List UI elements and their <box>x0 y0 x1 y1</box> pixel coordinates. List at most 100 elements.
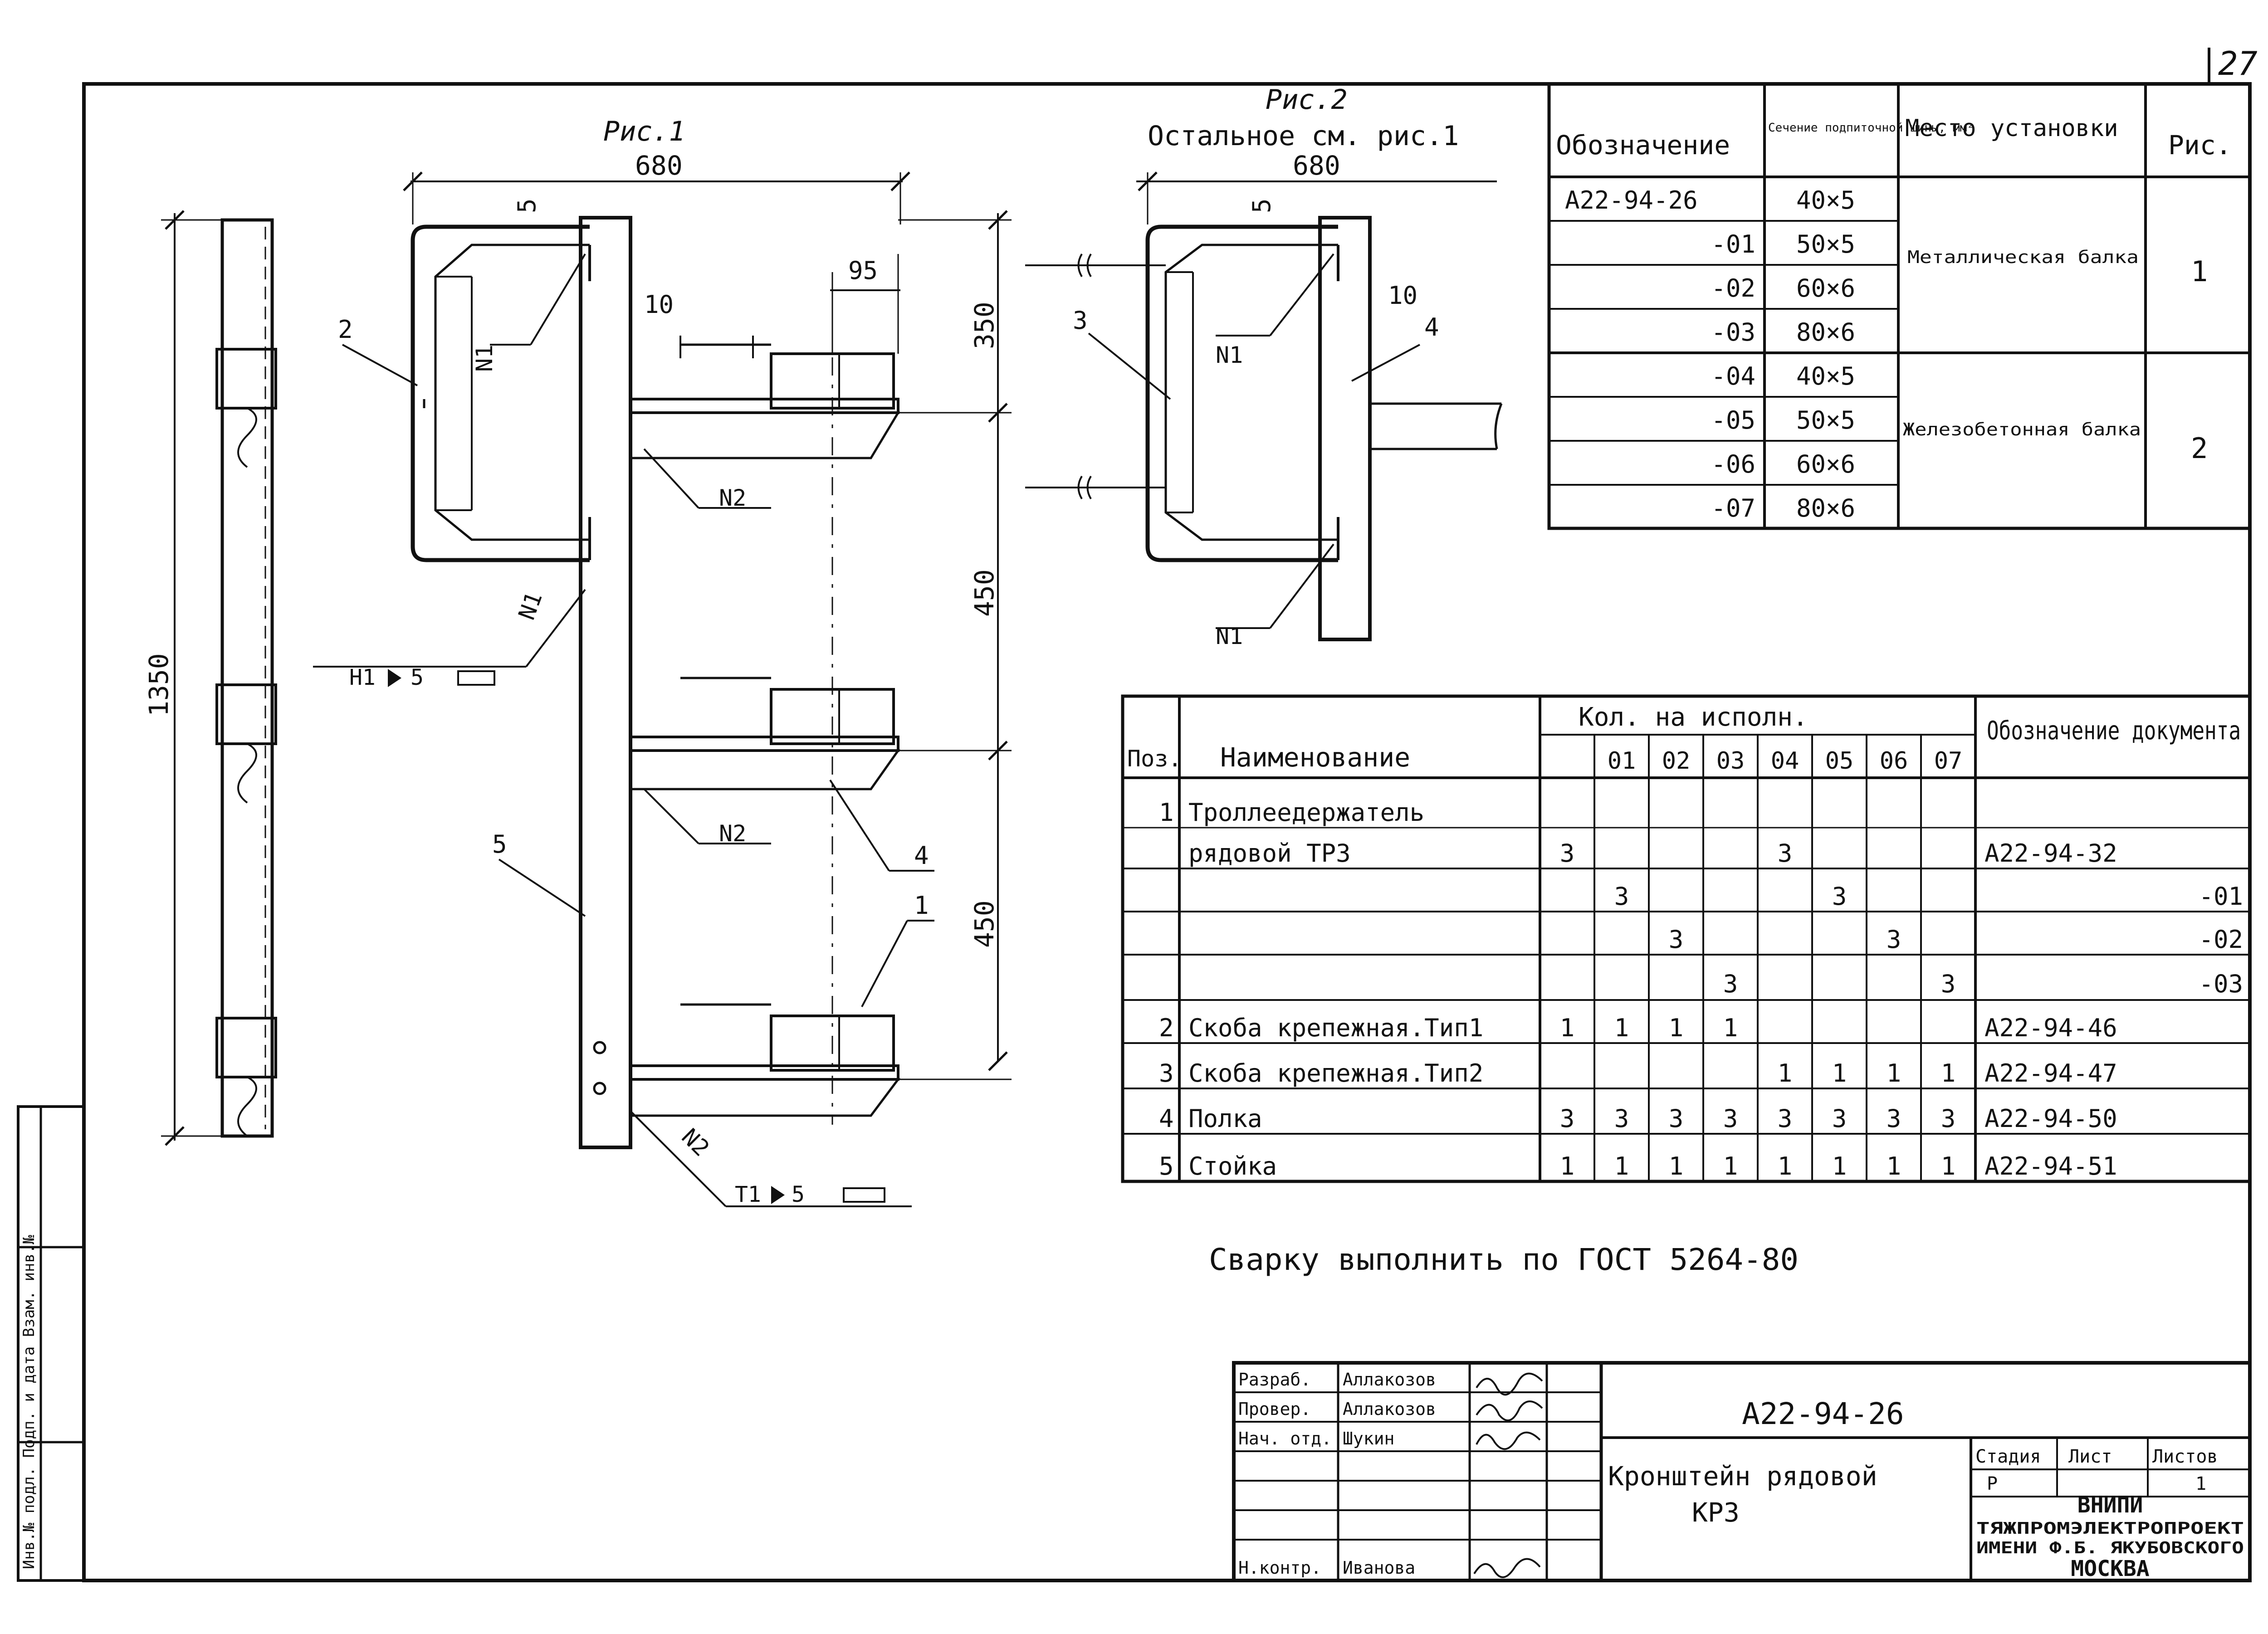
fig1-callout-5: 5 <box>492 830 507 858</box>
tb-role: Нач. отд. <box>1238 1429 1332 1449</box>
tb-header-stage: Стадия <box>1975 1446 2041 1467</box>
svg-text:04: 04 <box>1771 747 1799 775</box>
pt-row-pos: 4 <box>1159 1104 1174 1133</box>
svg-text:06: 06 <box>1880 747 1908 775</box>
pt-row-pos: 3 <box>1159 1059 1174 1088</box>
fig1-dim-350: 350 <box>969 302 1000 349</box>
fig1-weld-n1-top: N1 <box>471 345 498 372</box>
svg-text:01: 01 <box>1608 747 1636 775</box>
fig1-dim-5: 5 <box>513 198 541 213</box>
figure-2-labels: Рис.2 Остальное см. рис.1 680 5 10 N1 N1… <box>1073 84 1459 649</box>
pt-row-qty: 1 <box>1723 1152 1738 1180</box>
pt-row-qty: 1 <box>1614 1152 1629 1180</box>
pt-header-qty: Кол. на исполн. <box>1579 702 1808 732</box>
tb-org-2: ТЯЖПРОМЭЛЕКТРОПРОЕКТ <box>1976 1519 2244 1538</box>
pt-row-qty: 1 <box>1560 1152 1575 1180</box>
weld-symbol-n1: Н1 5 <box>349 665 495 690</box>
pt-row-qty: 3 <box>1560 839 1575 868</box>
tb-org-1: ВНИПИ <box>2077 1493 2143 1518</box>
pt-row-name: Скоба крепежная.Тип1 <box>1188 1014 1483 1042</box>
pt-row-qty: 1 <box>1941 1152 1956 1180</box>
pt-row-qty: 3 <box>1887 925 1901 954</box>
pt-header-doc: Обозначение документа <box>1987 716 2241 746</box>
tb-header-sheets: Листов <box>2152 1446 2218 1467</box>
pt-row-qty: 3 <box>1723 1104 1738 1133</box>
fig2-callout-3: 3 <box>1073 306 1088 335</box>
page-number: 27 <box>2218 44 2258 83</box>
pt-row-qty: 1 <box>1723 1014 1738 1042</box>
vt-place-concrete: Железобетонная балка <box>1903 419 2141 439</box>
fig1-callout-2: 2 <box>338 315 353 344</box>
svg-text:5: 5 <box>792 1182 805 1207</box>
tb-sheet-count: 1 <box>2195 1473 2206 1494</box>
fig2-subtitle: Остальное см. рис.1 <box>1148 120 1459 152</box>
vt-row-designation: -01 <box>1711 230 1755 259</box>
fig1-callout-1: 1 <box>914 891 929 920</box>
vt-row-section: 40×5 <box>1796 186 1855 215</box>
pt-row-qty: 1 <box>1669 1152 1684 1180</box>
fig1-dim-10: 10 <box>644 290 674 319</box>
pt-row-doc: А22-94-46 <box>1984 1014 2117 1042</box>
pt-row-doc: А22-94-32 <box>1984 839 2117 868</box>
vt-header-place: Место установки <box>1905 115 2118 142</box>
vt-row-section: 40×5 <box>1796 362 1855 390</box>
pt-row-qty: 1 <box>1832 1152 1847 1180</box>
fig2-dim-10: 10 <box>1388 281 1418 310</box>
vt-row-designation: -07 <box>1711 494 1755 522</box>
pt-row-qty: 3 <box>1778 1104 1793 1133</box>
parts-table: Поз. Наименование Кол. на исполн. Обозна… <box>1121 694 2252 1183</box>
fig1-dim-width: 680 <box>635 150 683 181</box>
weld-symbol-t1: Т1 5 <box>735 1182 885 1207</box>
pt-row-qty: 3 <box>1614 1104 1629 1133</box>
fig2-weld-n1-bottom: N1 <box>1216 623 1243 649</box>
svg-text:Т1: Т1 <box>735 1182 761 1207</box>
pt-header-pos: Поз. <box>1127 746 1182 772</box>
vt-row-designation: А22-94-26 <box>1565 186 1698 215</box>
fig2-dim-5: 5 <box>1247 198 1276 213</box>
vt-row-section: 60×6 <box>1796 274 1855 302</box>
fig1-dim-height: 1350 <box>143 653 174 717</box>
pt-row-doc: А22-94-47 <box>1984 1059 2117 1088</box>
vt-row-designation: -06 <box>1711 450 1755 478</box>
vt-row-section: 60×6 <box>1796 450 1855 478</box>
pt-row-qty: 1 <box>1778 1152 1793 1180</box>
pt-row-qty: 3 <box>1887 1104 1901 1133</box>
pt-row-qty: 1 <box>1887 1152 1901 1180</box>
pt-row-doc: А22-94-50 <box>1984 1104 2117 1133</box>
pt-exec-cols: 01 02 03 04 05 06 07 <box>1608 747 1963 775</box>
pt-row-qty: 3 <box>1941 1104 1956 1133</box>
pt-row-doc: -01 <box>2199 882 2243 911</box>
vt-row-section: 50×5 <box>1796 230 1855 259</box>
variants-table: Обозначение Сечение подпиточной шины, мм… <box>1547 82 2252 530</box>
pt-row-qty: 3 <box>1560 1104 1575 1133</box>
fig1-weld-n2-a: N2 <box>719 485 746 511</box>
pt-row-qty: 1 <box>1887 1059 1901 1088</box>
welding-note: Сварку выполнить по ГОСТ 5264-80 <box>1209 1242 1799 1277</box>
tb-name: Аллакозов <box>1343 1399 1436 1419</box>
vt-row-section: 50×5 <box>1796 406 1855 434</box>
vt-header-designation: Обозначение <box>1556 130 1730 161</box>
tb-name: Аллакозов <box>1343 1370 1436 1390</box>
svg-text:03: 03 <box>1716 747 1745 775</box>
fig2-weld-n1-top: N1 <box>1216 342 1243 368</box>
svg-text:07: 07 <box>1934 747 1963 775</box>
title-block: Разраб. Провер. Нач. отд. Н.контр. Аллак… <box>1232 1361 2252 1582</box>
svg-text:05: 05 <box>1825 747 1854 775</box>
tb-name: Шукин <box>1343 1429 1394 1449</box>
pt-row-qty: 3 <box>1669 1104 1684 1133</box>
tb-role: Провер. <box>1238 1399 1311 1419</box>
pt-row-qty: 3 <box>1941 970 1956 998</box>
tb-doc-title-1: Кронштейн рядовой <box>1608 1461 1877 1492</box>
fig2-callout-4: 4 <box>1424 313 1439 341</box>
pt-row-name: рядовой ТР3 <box>1188 839 1351 868</box>
side-strip: Инв.№ подл. Подп. и дата Взам. инв.№ <box>17 1105 85 1582</box>
svg-text:Н1: Н1 <box>349 665 376 690</box>
pt-row-pos: 2 <box>1159 1014 1174 1042</box>
pt-row-qty: 3 <box>1723 970 1738 998</box>
fig2-dim-width: 680 <box>1293 150 1340 181</box>
vt-row-section: 80×6 <box>1796 318 1855 346</box>
pt-row-qty: 3 <box>1832 1104 1847 1133</box>
vt-fig-concrete: 2 <box>2191 432 2208 465</box>
